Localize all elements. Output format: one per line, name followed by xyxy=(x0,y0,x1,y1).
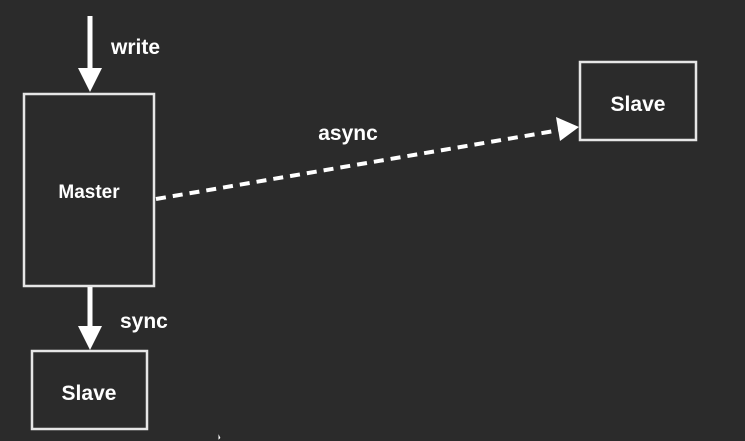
master-node: Master xyxy=(22,92,156,288)
async-arrow xyxy=(155,117,579,201)
write-arrow xyxy=(78,16,102,92)
write-arrow-head xyxy=(78,68,102,92)
slave-async-box xyxy=(578,60,698,142)
async-arrow-line xyxy=(155,128,561,201)
sync-label: sync xyxy=(120,310,168,333)
slave-async-label: Slave xyxy=(611,93,666,116)
mouse-cursor-icon xyxy=(217,431,222,441)
async-label: async xyxy=(318,122,378,145)
master-box xyxy=(22,92,156,288)
slave-sync-box xyxy=(30,349,149,431)
async-arrow-head xyxy=(556,117,579,141)
sync-arrow xyxy=(78,287,102,350)
slave-async-node: Slave xyxy=(578,60,698,142)
master-label: Master xyxy=(58,182,120,203)
write-label: write xyxy=(110,36,160,59)
slave-sync-node: Slave xyxy=(30,349,149,431)
sync-arrow-head xyxy=(78,326,102,350)
slave-sync-label: Slave xyxy=(62,382,117,405)
